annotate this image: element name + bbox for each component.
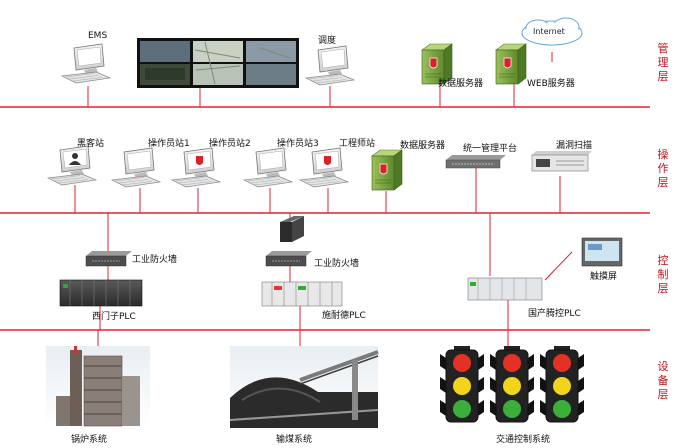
coal-conveyor-image <box>229 346 379 428</box>
label-schneider-plc: 施耐德PLC <box>322 311 366 321</box>
operator-station-2 <box>171 147 221 188</box>
label-internet: Internet <box>533 27 565 36</box>
internet-cloud <box>521 17 583 46</box>
label-traffic-system: 交通控制系统 <box>496 435 551 445</box>
dispatch-workstation <box>305 45 355 86</box>
video-wall <box>137 38 299 88</box>
label-boiler-system: 锅炉系统 <box>71 435 108 445</box>
label-vuln-scan: 漏洞扫描 <box>556 141 593 151</box>
traffic-lights <box>439 346 585 423</box>
label-unified-mgmt: 统一管理平台 <box>463 144 518 154</box>
ems-workstation <box>61 43 111 84</box>
data-server-operation <box>371 149 403 191</box>
connection-lines <box>74 52 573 350</box>
label-engineer-station: 工程师站 <box>339 139 376 149</box>
traffic-light-1 <box>439 349 485 423</box>
siemens-plc <box>59 279 143 307</box>
layer-label-device: 设备层 <box>657 360 669 401</box>
label-operator-2: 操作员站2 <box>209 139 251 149</box>
label-firewall-1: 工业防火墙 <box>132 255 178 265</box>
label-ems: EMS <box>88 31 108 41</box>
label-web-server: WEB服务器 <box>527 79 575 89</box>
traffic-light-3 <box>539 349 585 423</box>
label-data-server-op: 数据服务器 <box>400 141 446 151</box>
hacker-workstation <box>47 145 97 186</box>
label-domestic-plc: 国产腾控PLC <box>528 309 581 319</box>
layer-label-operation: 操作层 <box>657 148 669 189</box>
touchscreen-panel <box>581 237 623 267</box>
web-server <box>495 43 527 85</box>
engineer-station <box>299 147 349 188</box>
domestic-plc <box>467 277 543 301</box>
label-coal-system: 输煤系统 <box>276 435 313 445</box>
operator-station-3 <box>243 147 293 188</box>
core-switch <box>280 216 304 242</box>
firewall-2 <box>265 251 312 267</box>
label-data-server-mgmt: 数据服务器 <box>438 79 484 89</box>
label-hacker-station: 黑客站 <box>77 139 105 149</box>
boiler-system-image <box>46 346 150 428</box>
layer-label-management: 管理层 <box>657 42 669 83</box>
label-siemens-plc: 西门子PLC <box>92 312 136 322</box>
unified-management-platform <box>445 155 506 169</box>
label-dispatch: 调度 <box>318 36 337 46</box>
layer-label-control: 控制层 <box>657 254 669 295</box>
label-firewall-2: 工业防火墙 <box>314 259 360 269</box>
label-operator-3: 操作员站3 <box>277 139 319 149</box>
vulnerability-scanner <box>531 151 592 172</box>
traffic-light-2 <box>489 349 535 423</box>
schneider-plc <box>261 281 343 307</box>
label-touchscreen: 触摸屏 <box>590 272 618 282</box>
operator-station-1 <box>111 147 161 188</box>
label-operator-1: 操作员站1 <box>148 139 190 149</box>
firewall-1 <box>85 251 132 267</box>
